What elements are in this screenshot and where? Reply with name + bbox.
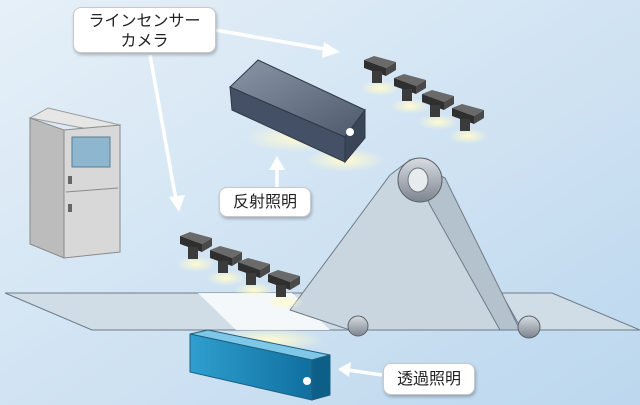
transmitted-lighting-unit-icon — [189, 328, 331, 401]
line-sensor-camera-label: ラインセンサー カメラ — [73, 7, 216, 53]
transmitted-light-label: 透過照明 — [383, 363, 475, 395]
computer-cabinet-icon — [28, 107, 122, 259]
arrow-to-lower-cameras — [148, 54, 178, 201]
arrow-heads — [169, 42, 351, 377]
reflected-lighting-unit-icon — [229, 59, 385, 172]
line-sensor-camera-label-line1: ラインセンサー — [88, 11, 201, 30]
line-sensor-camera-icon — [176, 232, 304, 310]
lower-roller-left — [347, 315, 369, 337]
lower-roller-right — [517, 315, 541, 339]
arrow-to-transmitted-light — [347, 368, 383, 377]
line-sensor-camera-label-line2: カメラ — [120, 31, 169, 50]
roller-icon — [397, 157, 443, 203]
line-sensor-camera-upper-icon — [360, 56, 488, 144]
reflected-light-label: 反射照明 — [219, 187, 311, 217]
arrow-to-upper-cameras — [214, 28, 331, 52]
arrows — [148, 28, 383, 377]
